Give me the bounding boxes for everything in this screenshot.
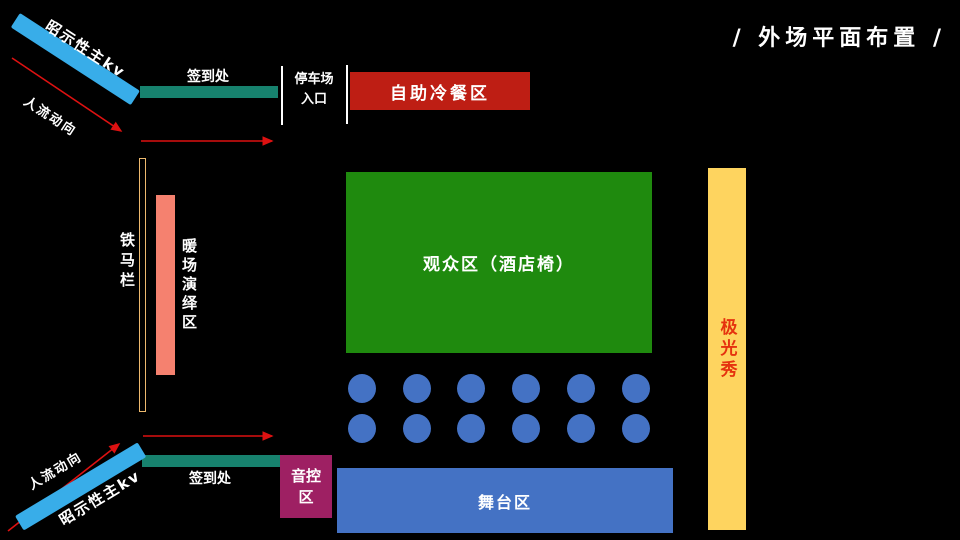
checkin-top-label: 签到处 <box>187 69 229 85</box>
seat-circle <box>621 413 650 443</box>
stage-zone: 舞台区 <box>337 468 673 533</box>
seat-circle <box>402 413 431 443</box>
checkin-top-bar <box>140 86 278 98</box>
parking-entrance-label: 停车场入口 <box>294 72 334 107</box>
seat-circle <box>348 413 376 443</box>
page-title: / 外场平面布置 / <box>732 26 946 51</box>
audience-zone: 观众区（酒店椅） <box>346 172 652 353</box>
seat-circle <box>402 374 431 403</box>
parking-entrance-line-left <box>281 66 283 125</box>
flow-direction-top-label: 人流动向 <box>20 94 80 140</box>
seat-circle <box>457 374 486 403</box>
buffet-zone: 自助冷餐区 <box>350 72 530 110</box>
seat-circle <box>512 413 541 443</box>
seat-circle <box>348 374 376 403</box>
barrier-rail <box>139 158 146 412</box>
parking-entrance-line-right <box>346 65 348 124</box>
warmup-zone-bar <box>156 195 175 375</box>
seat-circle <box>566 374 595 403</box>
aurora-show-label: 极光秀 <box>716 317 737 381</box>
seat-circle <box>566 413 595 443</box>
seat-circle <box>621 374 650 403</box>
checkin-bottom-bar <box>142 455 280 467</box>
warmup-zone-label: 暖场演绎区 <box>180 238 198 333</box>
barrier-label: 铁马栏 <box>118 232 136 292</box>
checkin-bottom-label: 签到处 <box>189 471 231 487</box>
sound-control-zone: 音控区 <box>280 455 332 518</box>
aurora-show-zone: 极光秀 <box>708 168 746 530</box>
sound-control-label: 音控区 <box>290 466 321 506</box>
seat-grid <box>348 374 650 444</box>
seat-circle <box>512 374 541 403</box>
seat-circle <box>457 413 486 443</box>
